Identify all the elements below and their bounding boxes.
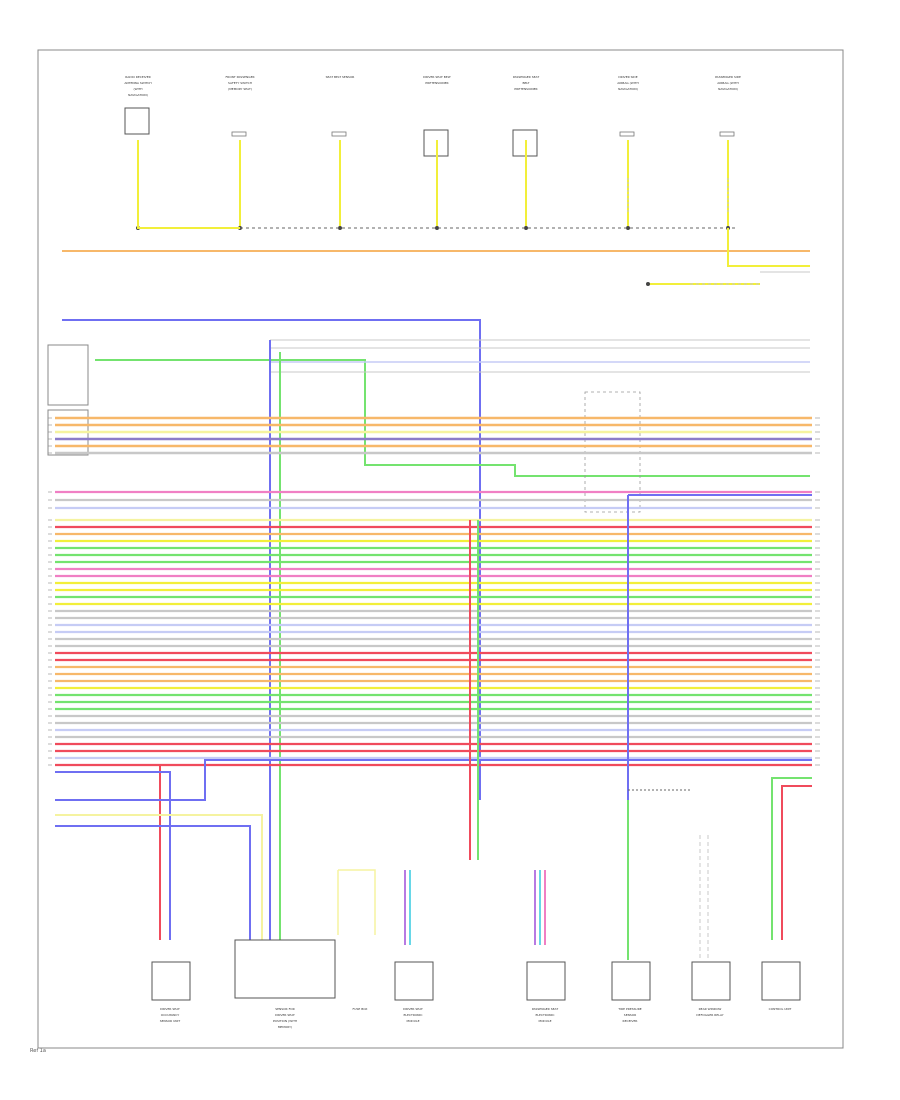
- bottom-component-label: MODULE: [406, 1019, 419, 1023]
- top-component-label: PASSENGER SIDE: [715, 75, 741, 79]
- bottom-component-box: [691, 961, 731, 1001]
- bottom-component-label: FUSE BOX: [353, 1007, 368, 1011]
- bottom-component-label: DRIVER SEAT: [275, 1013, 295, 1017]
- bottom-component-label: OCCUPANCY: [161, 1013, 180, 1017]
- top-component-label: RADIO RECEIVER: [125, 75, 150, 79]
- splice-point: [338, 226, 342, 230]
- wire-red: [781, 785, 812, 940]
- top-component-label: PRETENSIONER: [425, 81, 448, 85]
- bottom-component-label: ELECTRONIC: [535, 1013, 554, 1017]
- bottom-component-label: SENSOR: [624, 1013, 636, 1017]
- bottom-component-label: CONTROL UNIT: [769, 1007, 792, 1011]
- bottom-component-box: [761, 961, 801, 1001]
- top-component-label: SEAT BELT SENSOR: [326, 75, 355, 79]
- top-component-label: NAVIGATION): [718, 87, 738, 91]
- wire-green: [95, 359, 810, 477]
- top-component-label: NAVIGATION): [128, 93, 148, 97]
- bottom-component-box: [611, 961, 651, 1001]
- top-component-label: NAVIGATION): [618, 87, 638, 91]
- top-component-label: (MEMORY SEAT): [228, 87, 252, 91]
- bottom-component-label: PASSENGER SEAT: [532, 1007, 558, 1011]
- bottom-component-label: SENSOR UNIT: [160, 1019, 181, 1023]
- bottom-component-label: REAR WINDOW: [699, 1007, 722, 1011]
- bottom-component-label: SENSOR FOR: [275, 1007, 295, 1011]
- wire-yellow: [727, 228, 810, 267]
- top-component-box: [124, 107, 150, 135]
- page-code: Ref 1a: [30, 1048, 46, 1054]
- wire-red: [55, 764, 161, 940]
- top-component-label: DRIVER SIDE: [618, 75, 637, 79]
- bottom-component-label: DEFOGGER RELAY: [696, 1013, 723, 1017]
- top-component-label: AIRBAG (WITH: [617, 81, 638, 85]
- top-component-label: DRIVER SEAT BELT: [423, 75, 451, 79]
- top-component-label: PRETENSIONER: [514, 87, 537, 91]
- connector-pin: [646, 282, 650, 286]
- bottom-component-box: [526, 961, 566, 1001]
- wire-green: [771, 777, 812, 940]
- wire-blue: [55, 825, 251, 940]
- top-connector: [719, 131, 735, 137]
- top-connector: [231, 131, 247, 137]
- bottom-component-label: TIRE PRESSURE: [617, 1007, 642, 1011]
- top-component-label: FRONT PASSENGER: [225, 75, 254, 79]
- bottom-component-label: MEMORY): [278, 1025, 292, 1029]
- splice-point: [524, 226, 528, 230]
- splice-point: [626, 226, 630, 230]
- wire-light-yellow: [338, 869, 376, 935]
- wire-yellow: [137, 140, 240, 229]
- wire-light-yellow: [55, 814, 263, 940]
- bottom-component-label: RECEIVER: [623, 1019, 638, 1023]
- bottom-component-box: [234, 939, 336, 999]
- top-component-label: BELT: [522, 81, 529, 85]
- wire-blue: [55, 771, 171, 940]
- top-connector: [331, 131, 347, 137]
- bottom-component-label: POSITION (WITH: [273, 1019, 297, 1023]
- wire-blue: [55, 759, 812, 801]
- top-component-label: PASSENGER SEAT: [513, 75, 539, 79]
- top-component-label: SAFETY SWITCH: [228, 81, 252, 85]
- top-component-label: (WITH: [133, 87, 142, 91]
- bottom-component-label: MODULE: [538, 1019, 551, 1023]
- bottom-component-label: ELECTRONIC: [403, 1013, 422, 1017]
- top-connector: [619, 131, 635, 137]
- splice-point: [435, 226, 439, 230]
- top-component-label: AIRBAG (WITH: [717, 81, 738, 85]
- top-component-label: ANTENNA SWITCH: [124, 81, 151, 85]
- bottom-component-box: [151, 961, 191, 1001]
- page-frame: [37, 49, 844, 1049]
- left-module-box: [47, 344, 89, 406]
- bottom-component-label: DRIVER SEAT: [403, 1007, 423, 1011]
- bottom-component-label: DRIVER SEAT: [160, 1007, 180, 1011]
- bottom-component-box: [394, 961, 434, 1001]
